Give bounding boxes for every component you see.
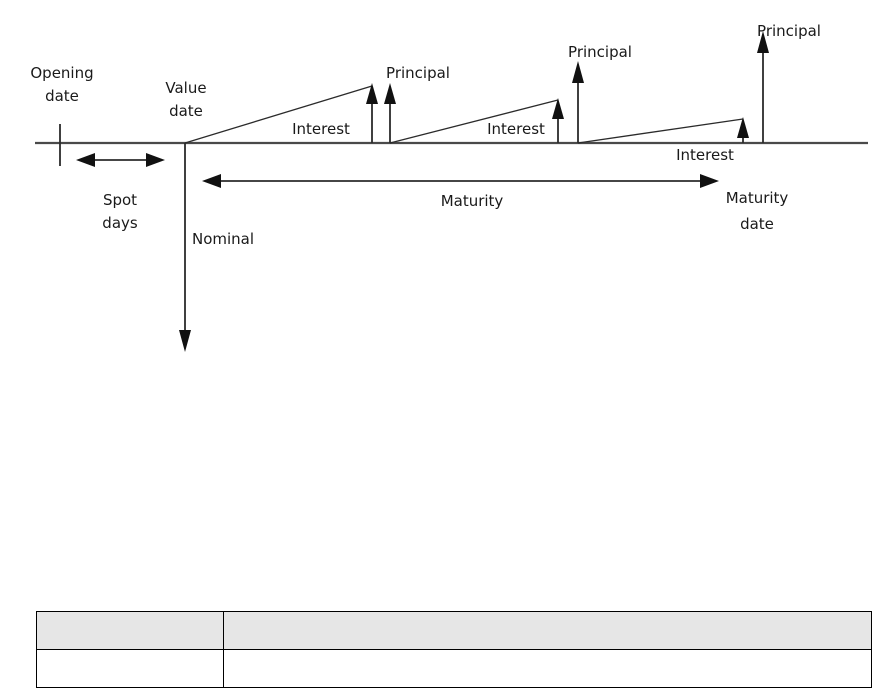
interest-label-2: Interest [487, 120, 545, 138]
accrual-ramp-2 [389, 99, 559, 144]
accrual-ramp-3 [577, 118, 744, 144]
cashflow-arrows-group-2 [552, 61, 584, 143]
interest-arrow-1-head [366, 83, 378, 104]
table-row [36, 611, 872, 650]
value-date-label-line1: Value [165, 79, 206, 97]
principal-label-1: Principal [386, 64, 450, 82]
document-table-body [36, 611, 872, 688]
principal-arrow-3-head [757, 31, 769, 53]
cashflow-arrows-group-3 [737, 31, 769, 143]
opening-date-label-line1: Opening [30, 64, 93, 82]
principal-arrow-2-head [572, 61, 584, 83]
spot-days-arrow-head-left [76, 153, 95, 167]
maturity-date-label-line2: date [740, 215, 774, 233]
opening-date-label-line2: date [45, 87, 79, 105]
spot-days-label-line1: Spot [103, 191, 137, 209]
spot-days-label-line2: days [102, 214, 138, 232]
nominal-arrow-head [179, 330, 191, 352]
value-date-label-line2: date [169, 102, 203, 120]
maturity-arrow-head-right [700, 174, 719, 188]
nominal-outflow-arrow [179, 143, 191, 352]
accrual-ramp-1 [184, 85, 373, 144]
spot-days-span-arrow [76, 153, 165, 167]
interest-label-3: Interest [676, 146, 734, 164]
maturity-label: Maturity [441, 192, 504, 210]
principal-label-2: Principal [568, 43, 632, 61]
spot-days-arrow-head-right [146, 153, 165, 167]
interest-arrow-2-head [552, 98, 564, 119]
table-cell [223, 649, 872, 688]
principal-label-3: Principal [757, 22, 821, 40]
table-cell [36, 649, 224, 688]
table-cell [36, 611, 224, 650]
maturity-date-label-line1: Maturity [726, 189, 789, 207]
interest-accrual-ramps [184, 85, 744, 144]
maturity-arrow-head-left [202, 174, 221, 188]
maturity-span-arrow [202, 174, 719, 188]
nominal-label: Nominal [192, 230, 254, 248]
principal-arrow-1-head [384, 83, 396, 104]
table-row [36, 649, 872, 688]
interest-arrow-3-head [737, 117, 749, 138]
cashflow-arrows-group-1 [366, 83, 396, 143]
interest-label-1: Interest [292, 120, 350, 138]
document-table [36, 611, 872, 688]
table-cell [223, 611, 872, 650]
